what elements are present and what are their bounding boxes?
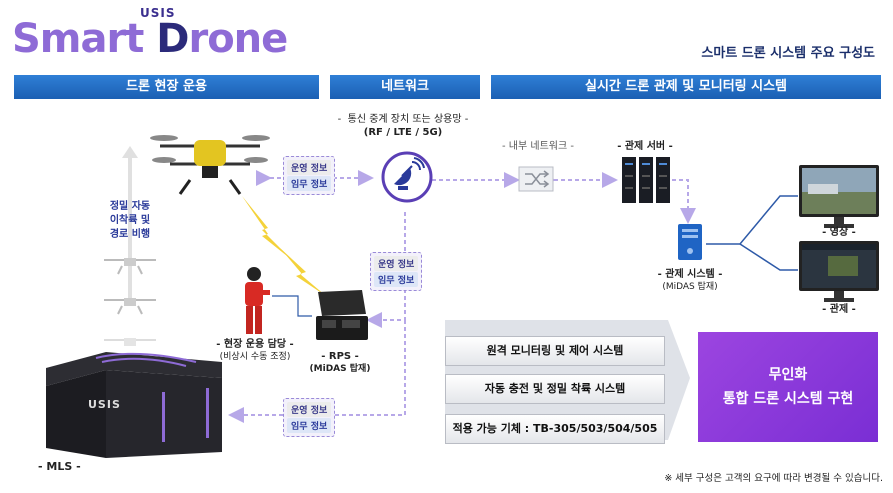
satellite-dish-icon — [381, 151, 433, 203]
result-box: 무인화 통합 드론 시스템 구현 — [698, 332, 878, 442]
mission-info-tag: 임무 정보 — [287, 176, 332, 191]
operator-title: - 현장 운용 담당 - — [216, 339, 294, 350]
logo-rone: rone — [188, 16, 288, 62]
control-system-title: - 관제 시스템 - — [657, 269, 723, 280]
operator-label: - 현장 운용 담당 - (비상시 수동 조정) — [205, 338, 305, 364]
drone-icon — [150, 135, 270, 195]
internal-network-label: - 내부 네트워크 - — [502, 141, 574, 152]
precision-line-1: 정밀 자동 — [109, 201, 151, 212]
precision-line-2: 이착륙 및 — [109, 215, 151, 226]
control-system-sub: (MiDAS 탑재) — [662, 282, 718, 292]
tags-comm-rps: 운영 정보 임무 정보 — [370, 252, 423, 291]
ops-info-tag: 운영 정보 — [374, 256, 419, 271]
tags-drone-comm: 운영 정보 임무 정보 — [283, 156, 336, 195]
link-system-monitor — [739, 243, 798, 271]
rps-label: - RPS - (MiDAS 탑재) — [290, 350, 390, 376]
result-line-2: 통합 드론 시스템 구현 — [722, 391, 854, 407]
mission-info-tag: 임무 정보 — [287, 418, 332, 433]
link-operator-rps — [272, 295, 312, 317]
operator-sub: (비상시 수동 조정) — [219, 352, 291, 362]
precision-line-3: 경로 비행 — [109, 229, 151, 240]
mls-brand: USIS — [88, 398, 121, 411]
precision-flight-label: 정밀 자동 이착륙 및 경로 비행 — [98, 200, 162, 242]
result-line-1: 무인화 — [768, 367, 808, 383]
section-field: 드론 현장 운용 — [14, 75, 319, 99]
mls-station-icon — [46, 352, 222, 458]
feature-remote-monitoring: 원격 모니터링 및 제어 시스템 — [445, 336, 665, 366]
signal-bolt-1 — [242, 196, 292, 260]
comm-sub: (RF / LTE / 5G) — [363, 127, 443, 138]
logo: Smart Drone — [12, 14, 288, 64]
control-system-label: - 관제 시스템 - (MiDAS 탑재) — [638, 268, 742, 294]
operator-person-icon — [245, 267, 270, 334]
section-control: 실시간 드론 관제 및 모니터링 시스템 — [491, 75, 881, 99]
monitor-label: - 관제 - — [822, 304, 856, 315]
section-network: 네트워크 — [330, 75, 480, 99]
logo-smart: Smart — [12, 16, 144, 62]
feature-auto-charging: 자동 충전 및 정밀 착륙 시스템 — [445, 374, 665, 404]
page-title: 스마트 드론 시스템 주요 구성도 — [701, 46, 875, 61]
small-drone-icon-2 — [104, 298, 156, 315]
link-server-system — [672, 179, 696, 224]
comm-prefix: - — [337, 114, 342, 125]
logo-usis: USIS — [140, 6, 176, 20]
server-rack-icon — [622, 157, 670, 203]
ops-info-tag: 운영 정보 — [287, 402, 332, 417]
server-label: - 관제 서버 - — [617, 141, 673, 152]
control-monitor-icon — [799, 241, 879, 302]
video-label: - 영상 - — [822, 227, 856, 238]
rps-title: - RPS - — [321, 351, 359, 362]
mission-info-tag: 임무 정보 — [374, 272, 419, 287]
ops-info-tag: 운영 정보 — [287, 160, 332, 175]
comm-title: 통신 중계 장치 또는 상용망 - — [347, 114, 469, 125]
pc-tower-icon — [678, 224, 702, 260]
small-drone-icon-1 — [104, 258, 156, 275]
rps-sub: (MiDAS 탑재) — [309, 364, 371, 374]
feature-applicable-aircraft: 적용 가능 기체 : TB-305/503/504/505 — [445, 414, 665, 444]
rps-case-icon — [316, 290, 368, 340]
tags-comm-mls: 운영 정보 임무 정보 — [283, 398, 336, 437]
signal-bolt-2 — [280, 248, 326, 296]
link-system-video — [706, 195, 798, 245]
flight-path-arrow — [122, 146, 138, 158]
network-switch-icon — [518, 166, 554, 192]
video-monitor-icon — [799, 165, 879, 228]
small-drone-icon-3 — [104, 338, 156, 346]
footnote: ※ 세부 구성은 고객의 요구에 따라 변경될 수 있습니다. — [664, 473, 883, 484]
logo-d: D — [156, 16, 189, 62]
mls-label: - MLS - — [38, 460, 81, 473]
comm-label: - 통신 중계 장치 또는 상용망 - (RF / LTE / 5G) — [318, 113, 488, 139]
